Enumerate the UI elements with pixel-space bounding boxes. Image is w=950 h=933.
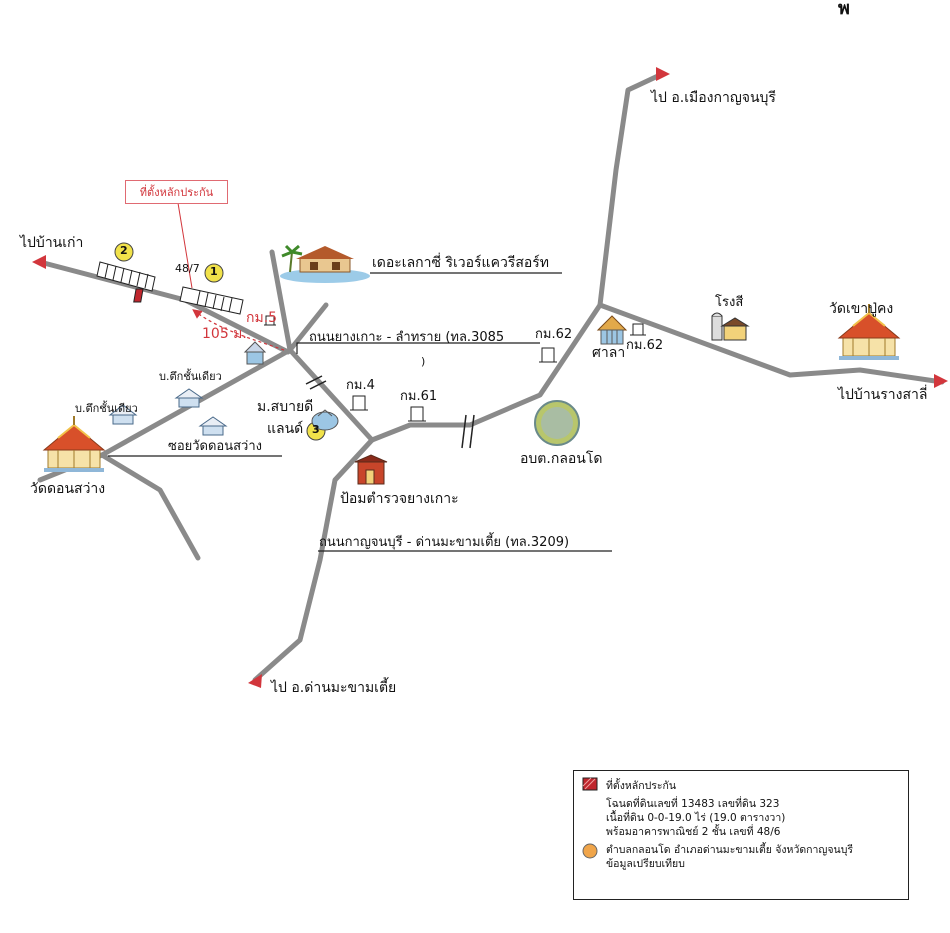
resort-icon bbox=[280, 244, 370, 283]
road-yang-ko bbox=[287, 347, 375, 443]
collateral-pin-label: ที่ตั้งหลักประกัน bbox=[125, 180, 228, 204]
collateral-swatch-icon bbox=[582, 777, 600, 791]
km61-post-icon bbox=[408, 406, 426, 422]
house-icons bbox=[108, 388, 228, 436]
label-resort: เดอะเลกาซี่ ริเวอร์แควรีสอร์ท bbox=[372, 255, 550, 271]
temple-khao-pu-khong-icon bbox=[837, 304, 901, 360]
moo-sabai-icon bbox=[311, 409, 339, 431]
label-to-mueang: ไป อ.เมืองกาญจนบุรี bbox=[651, 90, 776, 106]
label-house-2: บ.ตึกชั้นเดียว bbox=[75, 402, 138, 415]
arrow-south bbox=[248, 674, 262, 688]
label-police: ป้อมตำรวจยางเกาะ bbox=[340, 491, 459, 507]
label-house-1: บ.ตึกชั้นเดียว bbox=[159, 370, 222, 383]
label-km62a: กม.62 bbox=[535, 327, 573, 342]
legend-line-3: พร้อมอาคารพาณิชย์ 2 ชั้น เลขที่ 48/6 bbox=[606, 826, 781, 839]
label-km61: กม.61 bbox=[400, 389, 438, 404]
label-road-yang-ko-close: ) bbox=[421, 355, 426, 368]
label-wat-khao-pu-khong: วัดเขาปู่คง bbox=[829, 301, 894, 317]
legend-line-2: เนื้อที่ดิน 0-0-19.0 ไร่ (19.0 ตารางวา) bbox=[606, 812, 786, 825]
house-icon-2 bbox=[108, 404, 138, 425]
comparison-circle-icon bbox=[582, 843, 600, 859]
legend-line-1: โฉนดที่ดินเลขที่ 13483 เลขที่ดิน 323 bbox=[606, 798, 780, 810]
shophouse-row-1 bbox=[133, 286, 244, 315]
police-booth-icon bbox=[354, 454, 388, 485]
house-icon-3 bbox=[198, 416, 228, 436]
legend-collateral-title: ที่ตั้งหลักประกัน bbox=[606, 780, 677, 792]
legend-collateral-details: โฉนดที่ดินเลขที่ 13483 เลขที่ดิน 323 เนื… bbox=[606, 797, 902, 840]
legend-circle-text: ตำบลกลอนโด อำเภอด่านมะขามเตี้ย จังหวัดกา… bbox=[606, 843, 853, 871]
shophouse-row-2 bbox=[96, 261, 156, 292]
label-km5: กม.5 bbox=[246, 310, 278, 326]
arrow-north bbox=[656, 67, 670, 81]
label-to-rang-sali: ไปบ้านรางสาลี่ bbox=[838, 387, 928, 403]
label-obt: อบต.กลอนโด bbox=[520, 451, 603, 467]
label-km62b: กม.62 bbox=[626, 338, 664, 353]
marker-2-label: 2 bbox=[120, 244, 128, 257]
km4-post-icon bbox=[350, 395, 368, 411]
obt-icon bbox=[534, 400, 580, 446]
road-arrows bbox=[32, 67, 948, 688]
road-east bbox=[369, 302, 603, 443]
km-posts bbox=[264, 315, 646, 422]
label-km4: กม.4 bbox=[346, 378, 375, 393]
small-sala-icon bbox=[243, 341, 267, 365]
north-marker: พ bbox=[838, 0, 850, 19]
label-moo-sabai: ม.สบายดี bbox=[257, 399, 314, 415]
label-plot-no: 48/7 bbox=[175, 262, 200, 275]
label-rong-si: โรงสี bbox=[715, 295, 744, 310]
rice-mill-icon bbox=[711, 312, 750, 341]
label-to-ban-kao: ไปบ้านเก่า bbox=[20, 235, 84, 251]
collateral-unit bbox=[133, 288, 144, 303]
marker-2-circle bbox=[114, 242, 134, 262]
label-distance: 105 ม. bbox=[202, 326, 247, 342]
marker-1-circle bbox=[204, 263, 224, 283]
road-mueang bbox=[597, 72, 663, 308]
road-dan-makham bbox=[252, 437, 375, 683]
marker-3-label: 3 bbox=[312, 423, 320, 436]
distance-dashed bbox=[192, 309, 285, 351]
km62b-post-icon bbox=[630, 323, 646, 336]
legend-circle-line-1: ตำบลกลอนโด อำเภอด่านมะขามเตี้ย จังหวัดกา… bbox=[606, 843, 854, 856]
label-to-dan-makham: ไป อ.ด่านมะขามเตี้ย bbox=[271, 680, 397, 696]
marker-1-label: 1 bbox=[210, 265, 218, 278]
road-north-spur bbox=[269, 249, 293, 353]
km62a-post-icon bbox=[539, 347, 557, 363]
legend-collateral-row: ที่ตั้งหลักประกัน bbox=[582, 777, 902, 794]
road-rang-sali bbox=[597, 302, 945, 385]
roads bbox=[37, 72, 945, 683]
label-road-yang-ko: ถนนยางเกาะ - ลำทราย (ทล.3085 bbox=[309, 330, 505, 345]
label-sala: ศาลา bbox=[592, 345, 626, 361]
label-underlines bbox=[108, 272, 612, 552]
pin-leader bbox=[177, 202, 193, 289]
sala-icon bbox=[596, 315, 628, 345]
legend-box: ที่ตั้งหลักประกัน โฉนดที่ดินเลขที่ 13483… bbox=[573, 770, 909, 900]
label-soi-wat: ซอยวัดดอนสว่าง bbox=[168, 439, 263, 454]
legend-circle-row: ตำบลกลอนโด อำเภอด่านมะขามเตี้ย จังหวัดกา… bbox=[582, 843, 902, 871]
arrow-west bbox=[32, 255, 46, 269]
legend-circle-line-2: ข้อมูลเปรียบเทียบ bbox=[606, 857, 685, 870]
arrow-east bbox=[934, 374, 948, 388]
road-ban-kao bbox=[37, 259, 291, 355]
road-breaks bbox=[305, 375, 475, 449]
house-icon-1 bbox=[174, 388, 204, 408]
label-wat-don-sawang: วัดดอนสว่าง bbox=[30, 481, 106, 497]
road-ne-spur bbox=[287, 302, 329, 353]
road-soi-branch bbox=[99, 452, 201, 561]
label-road-kanchanaburi: ถนนกาญจนบุรี - ด่านมะขามเตี้ย (ทล.3209) bbox=[319, 535, 570, 550]
label-land: แลนด์ bbox=[267, 421, 304, 437]
temple-don-sawang-icon bbox=[42, 416, 106, 472]
km5-post-icon bbox=[264, 315, 276, 326]
